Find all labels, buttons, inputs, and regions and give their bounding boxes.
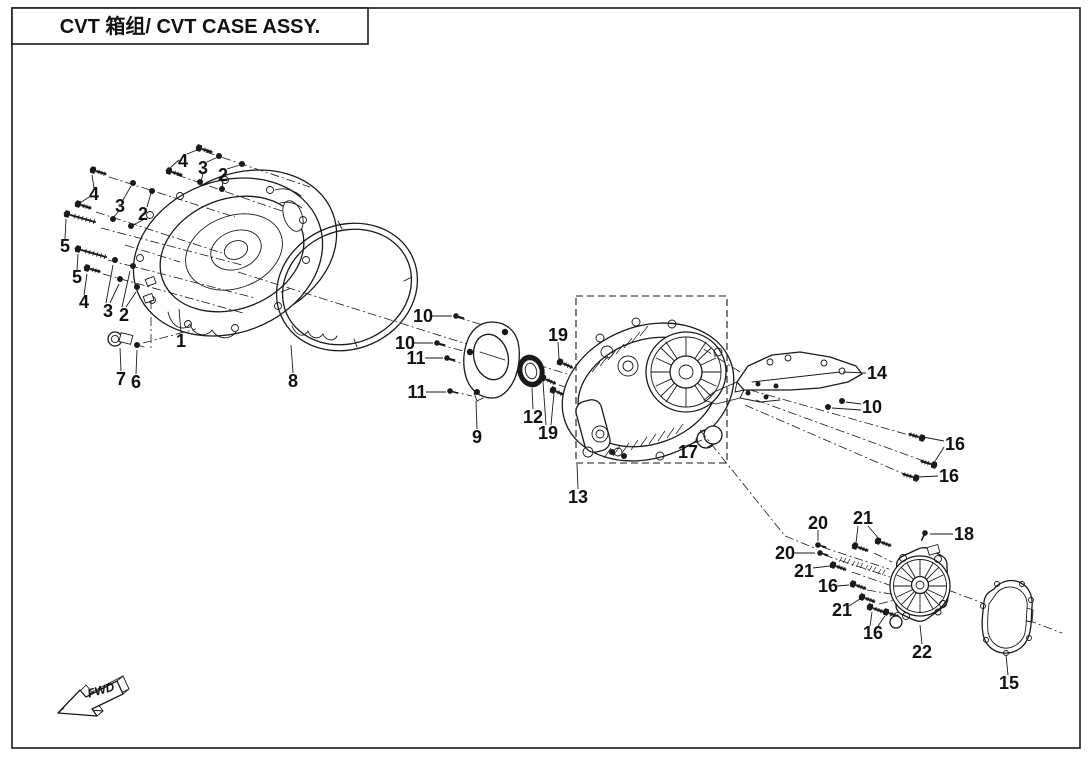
callout-21c: 21 (832, 600, 852, 620)
callout-3b: 3 (115, 196, 125, 216)
part-13-boundary-box (575, 295, 728, 464)
fasteners-lower-right (813, 528, 930, 622)
part-22-fan-housing (889, 544, 951, 629)
callout-10c: 10 (862, 397, 882, 417)
leader-lines (64, 149, 1009, 676)
callout-18: 18 (954, 524, 974, 544)
callout-17: 17 (678, 442, 698, 462)
callout-16d: 16 (863, 623, 883, 643)
callout-12: 12 (523, 407, 543, 427)
callout-20a: 20 (808, 513, 828, 533)
callout-10b: 10 (395, 333, 415, 353)
fasteners-bracket (744, 389, 940, 484)
fasteners-left (61, 142, 311, 351)
callout-2c: 2 (119, 305, 129, 325)
part-17-bushing (696, 425, 723, 449)
callout-5b: 5 (72, 267, 82, 287)
callout-9: 9 (472, 427, 482, 447)
callout-2: 2 (218, 165, 228, 185)
part-8-gasket (275, 220, 419, 352)
part-1-cvt-cover (132, 169, 338, 339)
callout-4c: 4 (79, 292, 89, 312)
fwd-indicator: FWD (57, 675, 130, 717)
connector-axis (699, 429, 818, 550)
callout-7: 7 (116, 369, 126, 389)
part-7-drain-plug (107, 331, 145, 348)
callout-11a: 11 (406, 348, 425, 368)
callout-1: 1 (176, 331, 186, 351)
callout-16b: 16 (939, 466, 959, 486)
callout-14: 14 (867, 363, 887, 383)
title-box: CVT 箱组/ CVT CASE ASSY. (11, 7, 369, 45)
callout-6: 6 (131, 372, 141, 392)
callout-5a: 5 (60, 236, 70, 256)
callout-21a: 21 (853, 508, 873, 528)
callout-16c: 16 (818, 576, 838, 596)
part-13-case-assembly (561, 317, 735, 462)
part-12-oil-seal (517, 354, 545, 388)
part-18-screw (918, 528, 930, 543)
callout-19a: 19 (548, 325, 568, 345)
callouts: 4 3 2 4 3 2 5 5 4 3 2 1 7 6 8 10 10 11 1… (60, 151, 1019, 693)
callout-4b: 4 (89, 184, 99, 204)
callout-3: 3 (198, 158, 208, 178)
page-border (11, 7, 1081, 749)
diagram-title: CVT 箱组/ CVT CASE ASSY. (60, 14, 320, 38)
callout-22: 22 (912, 642, 932, 662)
callout-13: 13 (568, 487, 588, 507)
callout-8: 8 (288, 371, 298, 391)
housing-axis (947, 589, 1063, 634)
part-14-bracket (701, 347, 863, 405)
callout-11b: 11 (407, 382, 426, 402)
callout-19b: 19 (538, 423, 558, 443)
callout-21b: 21 (794, 561, 814, 581)
callout-15: 15 (999, 673, 1019, 693)
part-15-rear-cover (980, 579, 1034, 656)
callout-3c: 3 (103, 301, 113, 321)
fasteners-plate-screws (432, 311, 504, 397)
callout-2b: 2 (138, 204, 148, 224)
part-9-bearing-plate (463, 321, 520, 402)
callout-20b: 20 (775, 543, 795, 563)
callout-16a: 16 (945, 434, 965, 454)
callout-10a: 10 (413, 306, 433, 326)
callout-4: 4 (178, 151, 188, 171)
